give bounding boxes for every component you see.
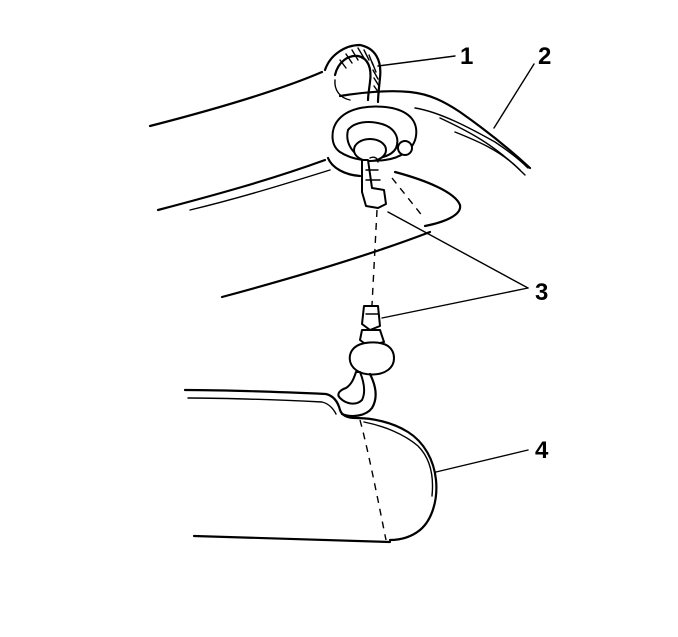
leader-3b [381, 287, 529, 319]
callout-4-label: 4 [535, 437, 549, 464]
leader-1 [377, 55, 456, 67]
callout-3-label: 3 [535, 279, 548, 306]
alignment-line [371, 209, 378, 306]
alignment-line-secondary [391, 177, 425, 219]
leader-3a [387, 211, 529, 289]
wire-harness [323, 43, 382, 104]
leader-2 [493, 63, 535, 129]
sunshade-panel [183, 388, 438, 544]
headliner-panel [148, 70, 532, 299]
leader-lines [377, 55, 535, 473]
callout-2-label: 2 [538, 43, 551, 70]
upper-retaining-clip [361, 156, 387, 209]
callout-1-label: 1 [460, 43, 473, 70]
sunshade-pivot-arm [337, 371, 377, 418]
lower-retaining-clip [348, 305, 395, 376]
upper-mount-bracket [326, 105, 418, 178]
leader-4 [435, 449, 529, 473]
